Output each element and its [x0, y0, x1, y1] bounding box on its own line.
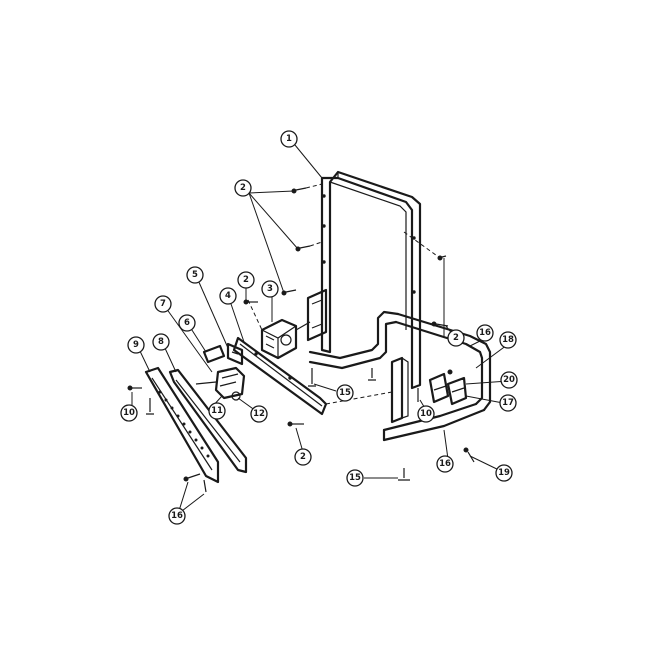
callout-label: 10 — [420, 409, 432, 419]
callout-9: 9 — [127, 336, 145, 354]
callout-12: 12 — [250, 405, 268, 423]
callout-label: 20 — [503, 375, 515, 385]
callout-2: 2 — [234, 179, 252, 197]
callout-11: 11 — [208, 402, 226, 420]
callout-label: 6 — [184, 318, 190, 328]
door-frame — [306, 170, 422, 390]
callout-label: 17 — [502, 398, 514, 408]
callout-2: 2 — [447, 329, 465, 347]
bottom-rail-assembly — [308, 310, 492, 442]
callout-19: 19 — [495, 464, 513, 482]
clip — [202, 344, 226, 364]
hinge-assembly — [260, 318, 311, 360]
callout-label: 2 — [300, 452, 306, 462]
callout-label: 11 — [211, 406, 223, 416]
callout-3: 3 — [261, 280, 279, 298]
perforations — [158, 390, 210, 458]
callout-label: 9 — [133, 340, 139, 350]
callout-label: 12 — [253, 409, 265, 419]
latch-mechanism — [195, 366, 246, 401]
alignment-lines — [247, 183, 441, 405]
callout-5: 5 — [186, 266, 204, 284]
right-components — [428, 369, 468, 406]
small-bracket — [226, 342, 244, 366]
callout-15: 15 — [336, 384, 354, 402]
callout-10: 10 — [120, 404, 138, 422]
callout-label: 5 — [192, 270, 198, 280]
callout-2: 2 — [294, 448, 312, 466]
callout-label: 2 — [453, 333, 459, 343]
callout-1: 1 — [280, 130, 298, 148]
callout-2: 2 — [237, 271, 255, 289]
callout-label: 1 — [286, 134, 292, 144]
callout-label: 2 — [240, 183, 246, 193]
callout-label: 18 — [502, 335, 514, 345]
front-panel-strip — [144, 366, 220, 484]
callout-17: 17 — [499, 394, 517, 412]
callout-label: 7 — [160, 299, 166, 309]
callout-20: 20 — [500, 371, 518, 389]
callout-15: 15 — [346, 469, 364, 487]
callout-label: 16 — [171, 511, 183, 521]
callout-18: 18 — [499, 331, 517, 349]
callout-16: 16 — [168, 507, 186, 525]
callout-label: 16 — [439, 459, 451, 469]
callout-label: 3 — [267, 284, 273, 294]
callout-label: 8 — [158, 337, 164, 347]
callout-10: 10 — [417, 405, 435, 423]
callout-7: 7 — [154, 295, 172, 313]
callout-label: 10 — [123, 408, 135, 418]
callout-16: 16 — [476, 324, 494, 342]
callout-8: 8 — [152, 333, 170, 351]
callout-4: 4 — [219, 287, 237, 305]
callout-label: 15 — [339, 388, 351, 398]
callout-label: 15 — [349, 473, 361, 483]
callout-16: 16 — [436, 455, 454, 473]
side-panel — [168, 368, 248, 474]
callout-label: 16 — [479, 328, 491, 338]
callout-label: 4 — [225, 291, 231, 301]
callout-label: 2 — [243, 275, 249, 285]
callout-label: 19 — [498, 468, 510, 478]
callout-6: 6 — [178, 314, 196, 332]
